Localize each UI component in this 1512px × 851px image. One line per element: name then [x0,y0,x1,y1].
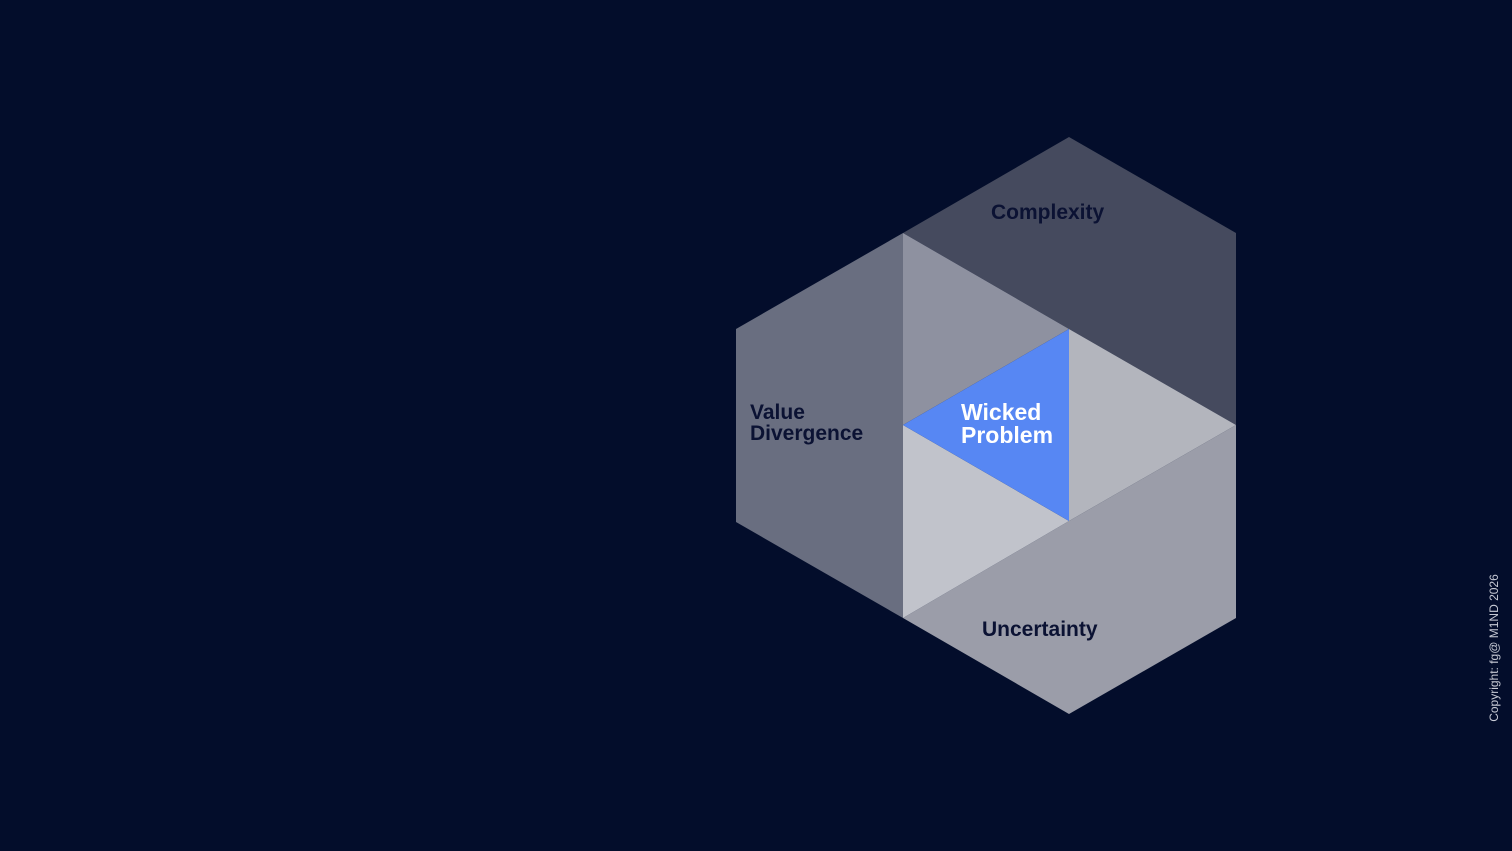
value-divergence-line2: Divergence [750,422,864,445]
value-divergence-segment [736,233,903,618]
overlap-value-uncertainty [903,425,1069,618]
wicked-problem-label: Wicked Problem [961,401,1053,447]
wicked-problem-line2: Problem [961,422,1054,448]
wicked-problem-line1: Wicked [961,399,1042,425]
uncertainty-label: Uncertainty [982,618,1098,641]
value-divergence-label: Value Divergence [750,402,863,444]
overlap-complexity-uncertainty [1069,329,1236,521]
complexity-segment [903,137,1236,425]
wicked-problem-core [903,329,1069,521]
complexity-label: Complexity [991,201,1105,224]
copyright-text: Copyright: fg@ M1ND 2026 [1487,574,1501,722]
uncertainty-segment [903,425,1236,714]
overlap-complexity-value [903,233,1069,425]
value-divergence-line1: Value [750,401,805,424]
